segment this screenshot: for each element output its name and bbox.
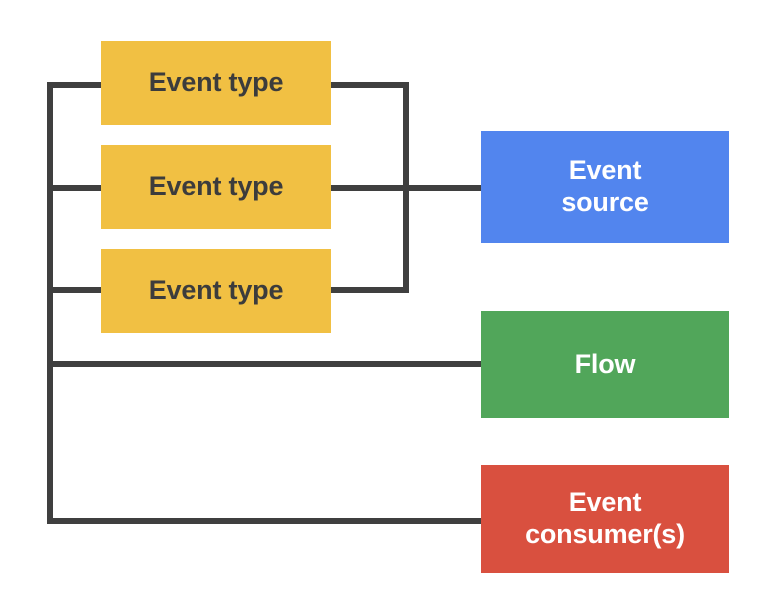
node-event-type-1-label: Event type [148, 67, 284, 98]
node-event-type-2-label: Event type [148, 171, 284, 202]
node-event-type-2[interactable]: Event type [101, 145, 331, 229]
node-event-type-1[interactable]: Event type [101, 41, 331, 125]
node-flow[interactable]: Flow [481, 311, 729, 418]
node-event-type-3-label: Event type [148, 275, 284, 306]
node-event-consumers-label: Event consumer(s) [525, 487, 685, 549]
node-event-consumers[interactable]: Event consumer(s) [481, 465, 729, 573]
node-flow-label: Flow [574, 348, 636, 379]
node-event-type-3[interactable]: Event type [101, 249, 331, 333]
node-event-source-label: Event source [561, 155, 649, 217]
node-event-source[interactable]: Event source [481, 131, 729, 243]
